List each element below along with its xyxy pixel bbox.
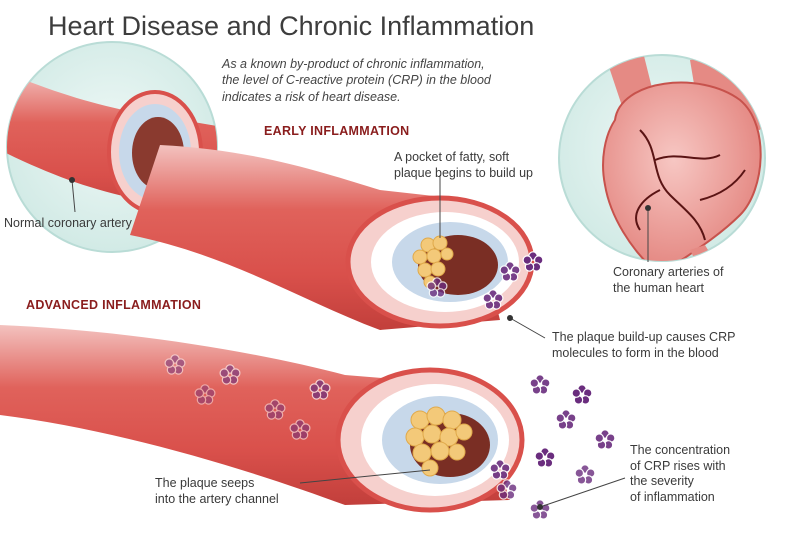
soft-plaque-label: A pocket of fatty, soft plaque begins to…	[394, 150, 533, 181]
crp-molecule	[289, 419, 311, 440]
seeping-plaque	[405, 406, 473, 477]
label-line: into the artery channel	[155, 491, 279, 506]
subtitle: As a known by-product of chronic inflamm…	[222, 56, 562, 105]
crp-molecules-label: The plaque build-up causes CRP molecules…	[552, 330, 735, 361]
crp-molecule	[309, 379, 331, 400]
crp-molecule	[522, 251, 544, 272]
subtitle-line: indicates a risk of heart disease.	[222, 89, 401, 104]
crp-molecule	[555, 409, 577, 430]
label-line: The concentration	[630, 443, 731, 457]
page-title: Heart Disease and Chronic Inflammation	[48, 11, 535, 41]
crp-molecule	[489, 459, 511, 480]
label-line: of inflammation	[630, 489, 715, 504]
advanced-inflammation-heading: ADVANCED INFLAMMATION	[26, 298, 202, 312]
label-line: A pocket of fatty, soft	[394, 150, 510, 164]
crp-molecules	[164, 251, 616, 520]
crp-molecule	[264, 399, 286, 420]
label-line: molecules to form in the blood	[552, 345, 719, 360]
crp-molecule	[164, 354, 186, 375]
label-line: The plaque seeps	[155, 476, 255, 490]
crp-molecule	[496, 479, 518, 500]
label-line: of CRP rises with	[630, 458, 726, 473]
crp-molecule	[194, 384, 216, 405]
crp-molecule	[529, 374, 551, 395]
label-line: the severity	[630, 474, 694, 489]
concentration-label: The concentration of CRP rises with the …	[630, 443, 730, 506]
heart-circle	[558, 54, 766, 262]
coronary-arteries-label: Coronary arteries of the human heart	[613, 265, 723, 296]
early-inflammation-heading: EARLY INFLAMMATION	[264, 124, 410, 138]
crp-molecule	[499, 261, 521, 282]
label-line: plaque begins to build up	[394, 165, 534, 180]
normal-artery-label: Normal coronary artery	[4, 216, 132, 230]
crp-molecule	[534, 447, 556, 468]
crp-molecule	[571, 384, 593, 405]
subtitle-line: the level of C-reactive protein (CRP) in…	[222, 73, 491, 88]
crp-molecule	[219, 364, 241, 385]
crp-molecule	[426, 277, 448, 298]
label-line: Coronary arteries of	[613, 265, 724, 279]
label-line: The plaque build-up causes CRP	[552, 330, 736, 344]
crp-molecule	[482, 289, 504, 310]
advanced-artery	[0, 325, 525, 513]
crp-molecule	[574, 464, 596, 485]
subtitle-line: As a known by-product of chronic inflamm…	[222, 57, 485, 71]
plaque-seeps-label: The plaque seeps into the artery channel	[155, 476, 279, 507]
crp-molecule	[594, 429, 616, 450]
label-line: the human heart	[613, 280, 705, 295]
